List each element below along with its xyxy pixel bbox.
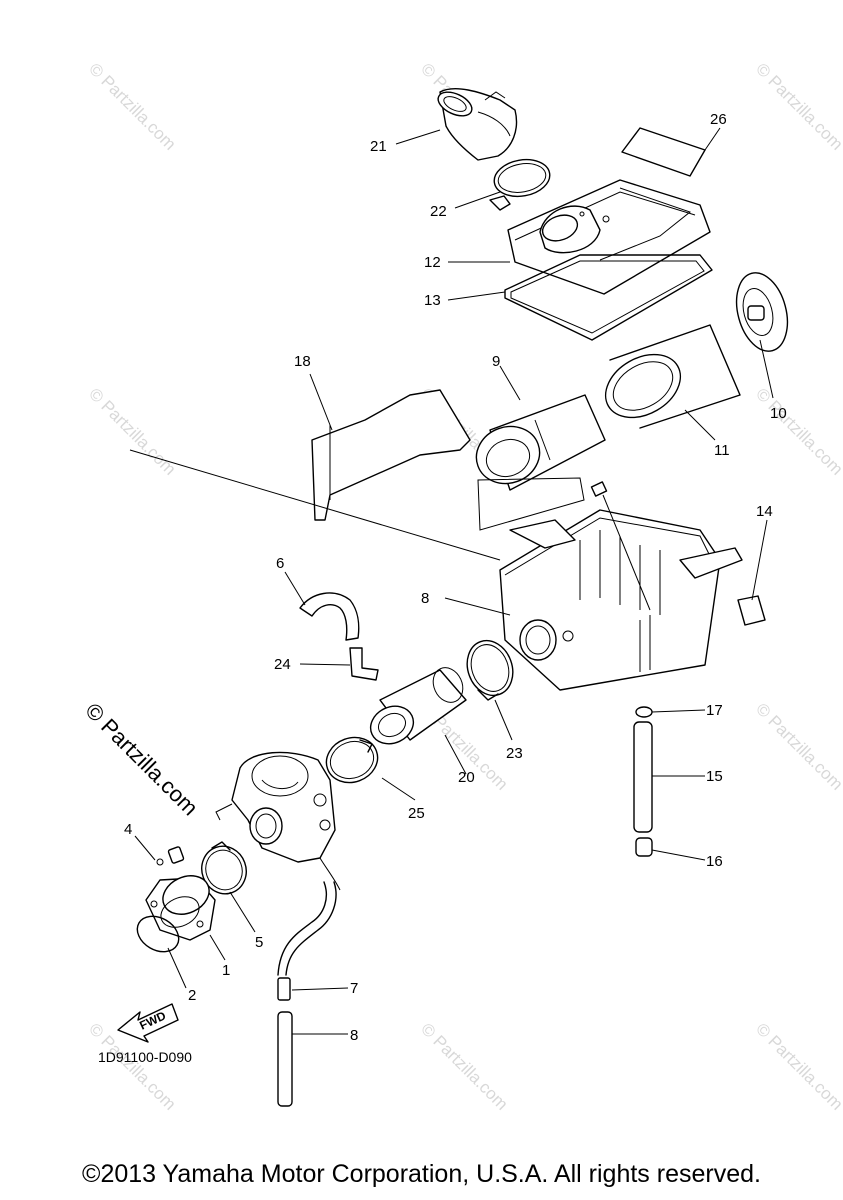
part-13-case-cap[interactable] xyxy=(507,179,711,295)
callout-labels: 26 21 22 12 13 18 9 10 11 14 6 8 24 17 2… xyxy=(124,111,787,1044)
callout-6[interactable]: 6 xyxy=(276,555,284,572)
callout-21[interactable]: 21 xyxy=(370,138,387,155)
callout-25[interactable]: 25 xyxy=(408,805,425,822)
callout-16[interactable]: 15 xyxy=(706,768,723,785)
callout-26[interactable]: 26 xyxy=(710,111,727,128)
case-bolt[interactable] xyxy=(590,481,651,611)
part-10-element[interactable] xyxy=(468,394,606,531)
callout-20[interactable]: 20 xyxy=(458,769,475,786)
watermark: © Partzilla.com xyxy=(85,384,179,478)
carburetor[interactable] xyxy=(215,751,341,891)
callout-5[interactable]: 5 xyxy=(255,934,263,951)
watermark-prominent: © Partzilla.com xyxy=(80,698,203,821)
part-19-plate[interactable] xyxy=(311,389,471,521)
callout-17[interactable]: 16 xyxy=(706,853,723,870)
callout-11[interactable]: 10 xyxy=(770,405,787,422)
part-4-bolt[interactable] xyxy=(156,846,185,866)
callout-1[interactable]: 1 xyxy=(222,962,230,979)
part-6-hose[interactable] xyxy=(299,592,360,641)
part-9-air-case[interactable] xyxy=(499,509,743,691)
part-23-clamp[interactable] xyxy=(460,634,520,702)
callout-10[interactable]: 9 xyxy=(492,353,500,370)
part-14-gasket[interactable] xyxy=(504,254,713,341)
callout-12[interactable]: 11 xyxy=(714,442,730,459)
part-2-o-ring[interactable] xyxy=(131,909,185,959)
part-22-clamp[interactable] xyxy=(489,155,553,211)
part-5-clamp[interactable] xyxy=(195,840,253,900)
part-16-drain-hose[interactable] xyxy=(633,721,653,833)
callout-9[interactable]: 8 xyxy=(421,590,429,607)
watermark: © Partzilla.com xyxy=(752,699,843,793)
fwd-arrow-icon: FWD xyxy=(117,1003,179,1043)
callout-8[interactable]: 8 xyxy=(350,1027,358,1044)
part-12-outer-filter[interactable] xyxy=(594,324,741,430)
watermark: © Partzilla.com xyxy=(85,59,179,153)
air-intake-exploded-diagram: © Partzilla.com © Partzilla.com © Partzi… xyxy=(80,59,843,1113)
watermark: © Partzilla.com xyxy=(752,384,843,478)
callout-4[interactable]: 4 xyxy=(124,821,132,838)
part-21-intake-duct[interactable] xyxy=(434,87,518,161)
watermark: © Partzilla.com xyxy=(752,59,843,153)
callout-22[interactable]: 22 xyxy=(430,203,447,220)
part-8-hose[interactable] xyxy=(277,1011,293,1107)
part-7-fitting[interactable] xyxy=(277,977,291,1001)
diagram-code: 1D91100-D090 xyxy=(98,1049,192,1065)
watermark: © Partzilla.com xyxy=(752,1019,843,1113)
part-18-clip[interactable] xyxy=(635,706,653,718)
leader-lines xyxy=(129,127,774,1035)
callout-7[interactable]: 7 xyxy=(350,980,358,997)
part-1-manifold[interactable] xyxy=(145,869,216,941)
copyright-notice: ©2013 Yamaha Motor Corporation, U.S.A. A… xyxy=(82,1160,761,1188)
watermark: © Partzilla.com xyxy=(417,1019,511,1113)
part-20-carb-joint[interactable] xyxy=(364,663,468,751)
callout-14[interactable]: 13 xyxy=(424,292,441,309)
watermark-group: © Partzilla.com © Partzilla.com © Partzi… xyxy=(80,59,843,1113)
part-15-clip[interactable] xyxy=(737,595,766,626)
part-24-joint[interactable] xyxy=(349,647,379,681)
callout-13[interactable]: 12 xyxy=(424,254,441,271)
callout-2[interactable]: 2 xyxy=(188,987,196,1004)
callout-19[interactable]: 18 xyxy=(294,353,311,370)
callout-15[interactable]: 14 xyxy=(756,503,773,520)
callout-18[interactable]: 17 xyxy=(706,702,723,719)
callout-23[interactable]: 23 xyxy=(506,745,523,762)
part-26-label[interactable] xyxy=(621,127,706,177)
callout-24[interactable]: 24 xyxy=(274,656,291,673)
part-11-filter-cap[interactable] xyxy=(728,267,795,357)
carb-drain-hose[interactable] xyxy=(277,881,337,976)
part-25-clamp[interactable] xyxy=(320,730,384,789)
part-17-plug[interactable] xyxy=(635,837,653,857)
